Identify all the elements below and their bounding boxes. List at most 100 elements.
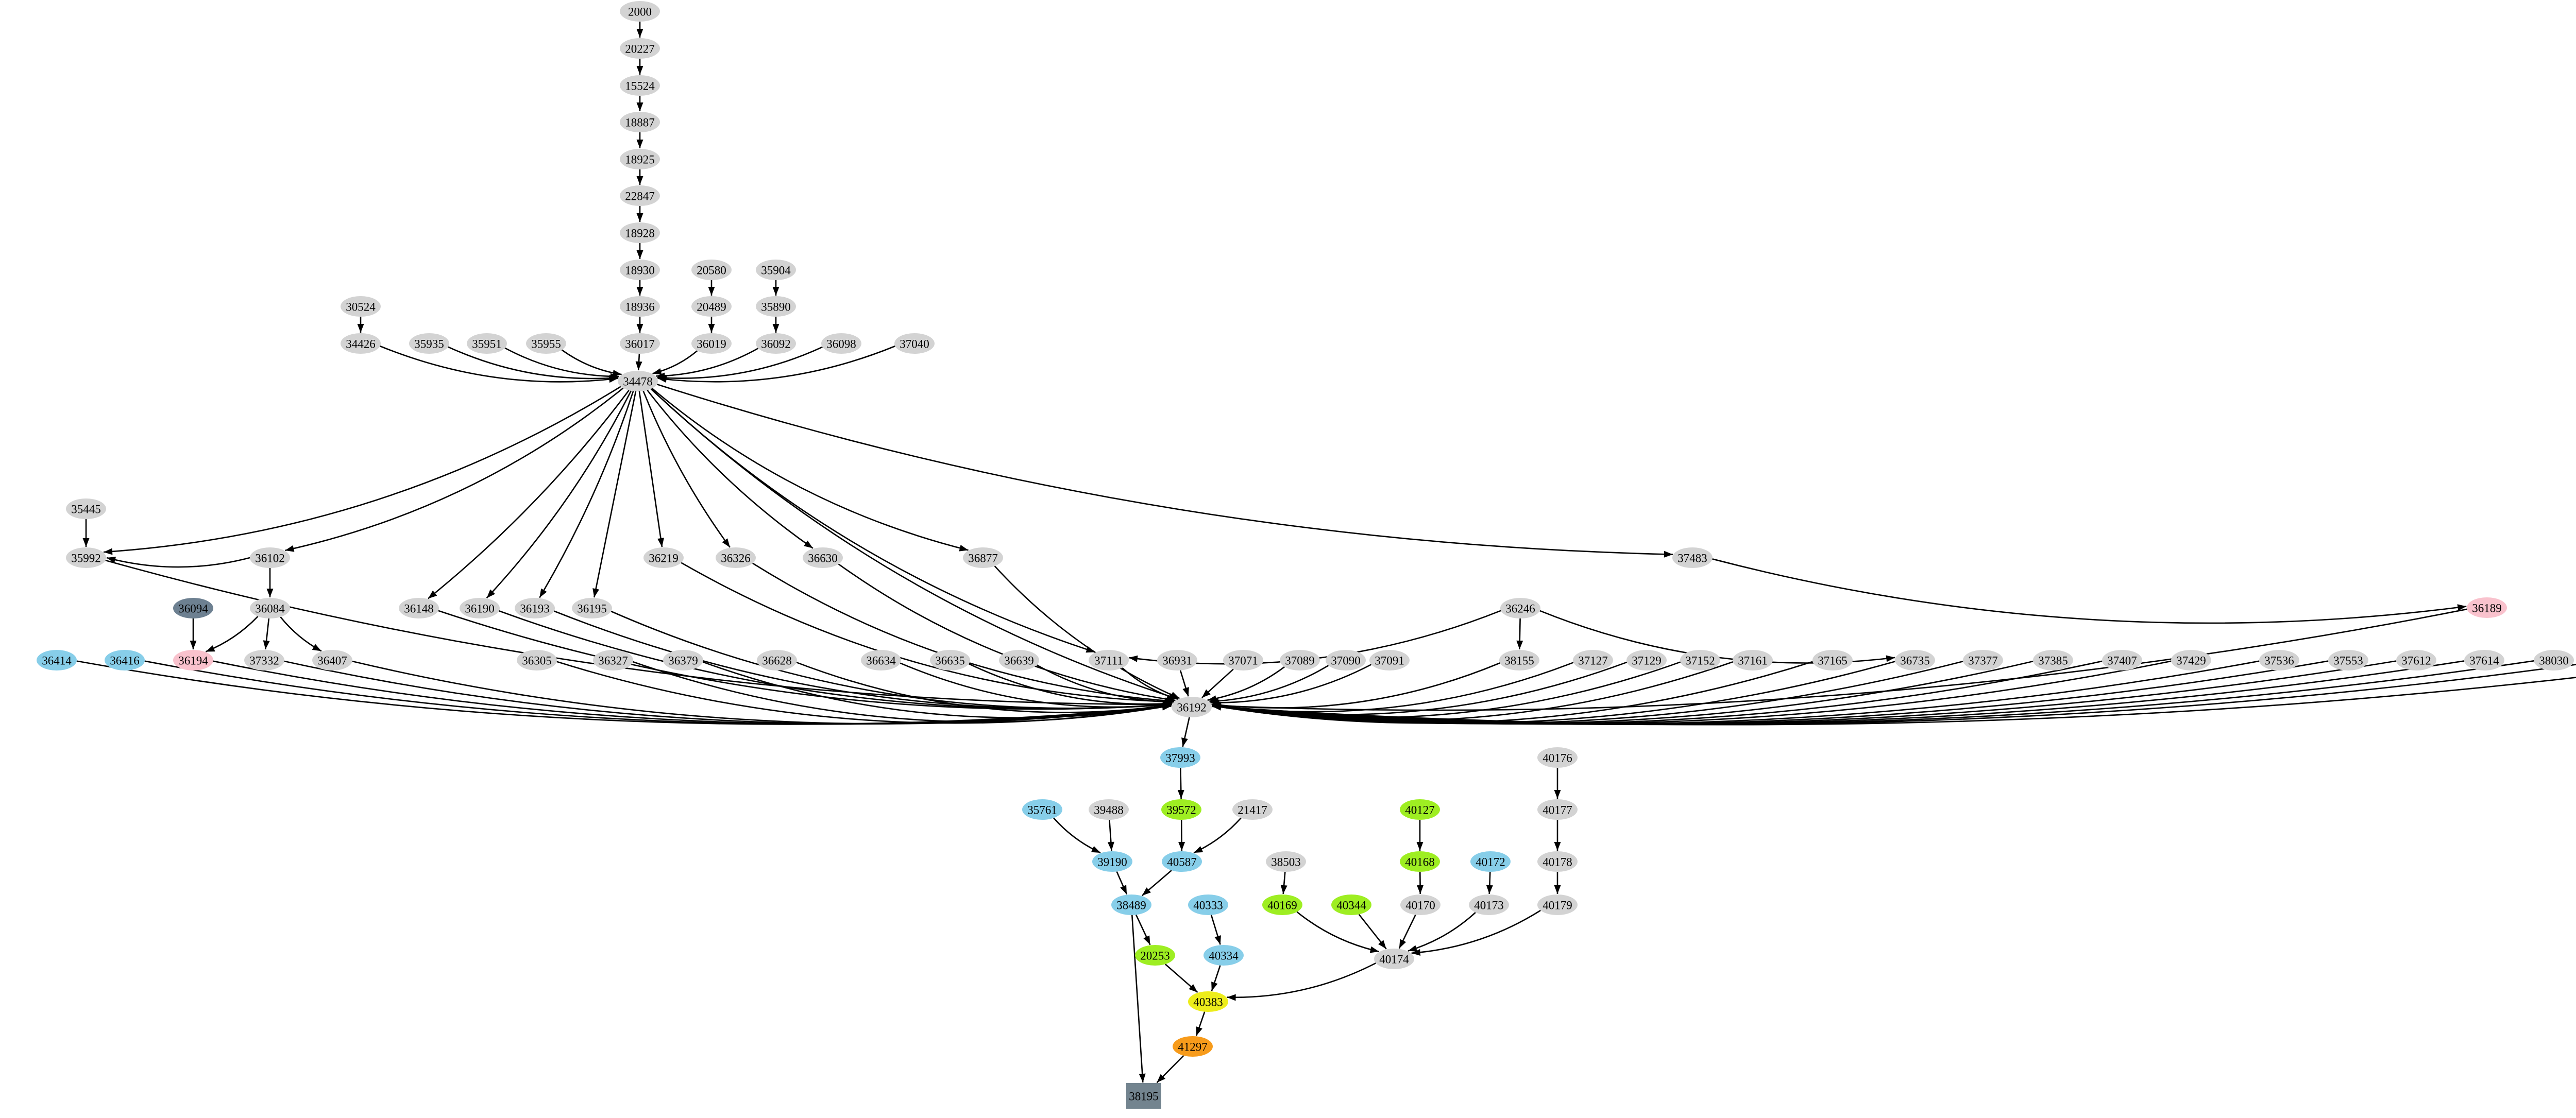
node-ellipse-shape[interactable] [1161,799,1201,820]
graph-node[interactable]: 37483 [1672,547,1713,568]
node-ellipse-shape[interactable] [105,650,145,670]
graph-node[interactable]: 37091 [1369,650,1410,670]
node-ellipse-shape[interactable] [1672,547,1713,568]
graph-node[interactable]: 37040 [894,333,935,354]
node-ellipse-shape[interactable] [341,333,381,354]
graph-node[interactable]: 36635 [930,650,970,670]
node-ellipse-shape[interactable] [691,333,732,354]
node-ellipse-shape[interactable] [1499,650,1539,670]
node-ellipse-shape[interactable] [2033,650,2073,670]
node-ellipse-shape[interactable] [1537,895,1578,915]
node-ellipse-shape[interactable] [756,333,796,354]
graph-node[interactable]: 36189 [2467,597,2507,618]
graph-node[interactable]: 38503 [1266,851,1306,872]
node-ellipse-shape[interactable] [1172,697,1212,717]
node-ellipse-shape[interactable] [460,598,500,618]
graph-node[interactable]: 20489 [691,296,732,317]
node-ellipse-shape[interactable] [2259,650,2299,670]
graph-node[interactable]: 36084 [250,598,290,618]
graph-node[interactable]: 37152 [1680,650,1720,670]
graph-node[interactable]: 36192 [1172,697,1212,717]
node-ellipse-shape[interactable] [894,333,935,354]
graph-node[interactable]: 37332 [244,650,284,670]
graph-node[interactable]: 36102 [250,547,290,568]
graph-node[interactable]: 22847 [620,185,660,206]
node-ellipse-shape[interactable] [526,333,566,354]
node-ellipse-shape[interactable] [620,75,660,96]
graph-node[interactable]: 36628 [757,650,797,670]
node-ellipse-shape[interactable] [620,112,660,132]
graph-node[interactable]: 35445 [66,498,106,519]
graph-node[interactable]: 40383 [1188,991,1228,1012]
graph-node[interactable]: 35955 [526,333,566,354]
graph-node[interactable]: 35890 [756,296,796,317]
graph-node[interactable]: 38195 [1126,1083,1161,1109]
node-ellipse-shape[interactable] [1262,895,1302,915]
node-ellipse-shape[interactable] [1188,895,1228,915]
graph-node[interactable]: 36634 [861,650,901,670]
graph-node[interactable]: 37429 [2171,650,2211,670]
node-ellipse-shape[interactable] [2102,650,2142,670]
graph-node[interactable]: 35935 [409,333,449,354]
graph-node[interactable]: 2000 [620,1,660,22]
graph-node[interactable]: 40127 [1400,799,1440,820]
node-ellipse-shape[interactable] [1500,598,1540,618]
graph-node[interactable]: 36190 [460,598,500,618]
node-ellipse-shape[interactable] [2171,650,2211,670]
graph-node[interactable]: 34478 [618,371,658,391]
graph-node[interactable]: 36416 [105,650,145,670]
graph-node[interactable]: 36148 [399,598,439,618]
graph-node[interactable]: 20253 [1135,945,1175,966]
graph-node[interactable]: 37165 [1812,650,1853,670]
graph-node[interactable]: 36630 [803,547,843,568]
graph-node[interactable]: 37111 [1089,650,1129,670]
graph-node[interactable]: 36379 [663,650,703,670]
node-ellipse-shape[interactable] [37,650,77,670]
node-ellipse-shape[interactable] [515,598,555,618]
graph-node[interactable]: 34426 [341,333,381,354]
node-ellipse-shape[interactable] [716,547,756,568]
node-ellipse-shape[interactable] [244,650,284,670]
graph-node[interactable]: 37993 [1160,747,1200,768]
graph-node[interactable]: 40172 [1470,851,1511,872]
graph-node[interactable]: 40173 [1469,895,1509,915]
node-ellipse-shape[interactable] [572,598,612,618]
graph-node[interactable]: 36019 [691,333,732,354]
node-ellipse-shape[interactable] [517,650,557,670]
node-ellipse-shape[interactable] [618,371,658,391]
node-ellipse-shape[interactable] [1331,895,1371,915]
graph-node[interactable]: 39190 [1092,851,1132,872]
graph-node[interactable]: 35904 [756,260,796,280]
node-ellipse-shape[interactable] [1374,949,1414,969]
node-ellipse-shape[interactable] [1400,799,1440,820]
node-ellipse-shape[interactable] [173,598,213,618]
node-ellipse-shape[interactable] [1280,650,1320,670]
graph-node[interactable]: 40344 [1331,895,1371,915]
graph-node[interactable]: 40179 [1537,895,1578,915]
graph-node[interactable]: 36094 [173,598,213,618]
graph-node[interactable]: 35761 [1022,799,1062,820]
graph-node[interactable]: 37127 [1573,650,1613,670]
node-ellipse-shape[interactable] [1400,895,1440,915]
node-ellipse-shape[interactable] [1162,851,1202,872]
graph-node[interactable]: 18936 [620,296,660,317]
node-ellipse-shape[interactable] [691,260,732,280]
node-ellipse-shape[interactable] [1626,650,1667,670]
graph-node[interactable]: 38489 [1111,895,1151,915]
node-ellipse-shape[interactable] [1470,851,1511,872]
node-ellipse-shape[interactable] [620,38,660,59]
graph-node[interactable]: 15524 [620,75,660,96]
graph-node[interactable]: 18887 [620,112,660,132]
node-ellipse-shape[interactable] [620,1,660,22]
graph-node[interactable]: 18928 [620,222,660,243]
node-ellipse-shape[interactable] [341,296,381,317]
node-ellipse-shape[interactable] [1204,945,1244,966]
graph-node[interactable]: 40177 [1537,799,1578,820]
node-ellipse-shape[interactable] [1188,991,1228,1012]
graph-node[interactable]: 37612 [2396,650,2436,670]
graph-node[interactable]: 39572 [1161,799,1201,820]
graph-node[interactable]: 36327 [593,650,633,670]
graph-node[interactable]: 37161 [1733,650,1773,670]
graph-node[interactable]: 18930 [620,260,660,280]
node-ellipse-shape[interactable] [2534,650,2574,670]
